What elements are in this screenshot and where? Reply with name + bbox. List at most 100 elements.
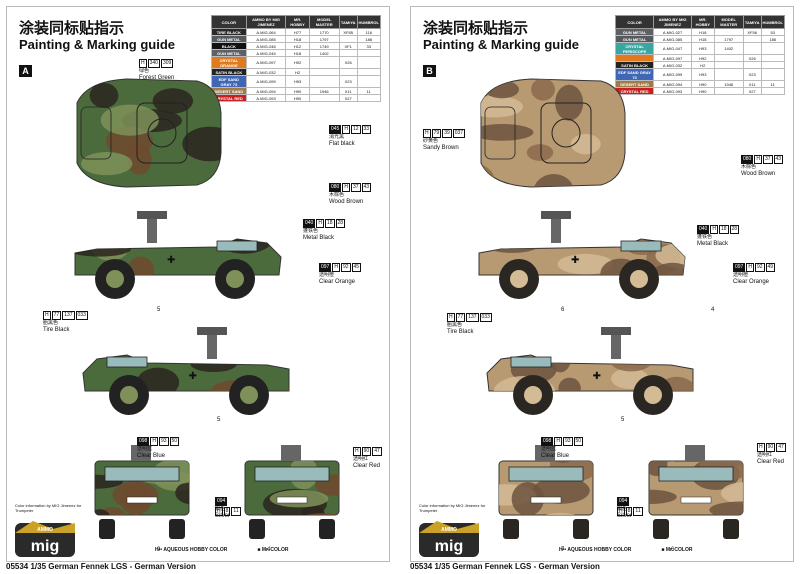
paint-name-en: Clear Orange bbox=[319, 279, 356, 285]
camo-patch bbox=[517, 528, 562, 541]
plate bbox=[530, 496, 562, 504]
paint-name-cn: 透明蓝 bbox=[137, 446, 153, 452]
camo-patch bbox=[166, 239, 218, 246]
logo-subtext: AMMO bbox=[441, 527, 457, 533]
vehicle-side-view: ✚ bbox=[74, 211, 282, 299]
camo-patch bbox=[309, 441, 339, 458]
sensor-head bbox=[541, 211, 571, 219]
table-header: HUMBROL bbox=[356, 15, 382, 29]
camo-patch bbox=[720, 482, 743, 504]
camo-patch bbox=[533, 173, 574, 187]
table-header: AMMO BY MIG JIMENEZ bbox=[653, 15, 693, 29]
table-cell: A.MIG-097 bbox=[245, 56, 287, 69]
color-info-note: Color information by MIG Jimenez for Tru… bbox=[15, 503, 82, 513]
paint-code: 340 bbox=[147, 59, 160, 68]
table-cell bbox=[713, 61, 744, 69]
paint-code: 92 bbox=[754, 263, 765, 272]
wheel bbox=[503, 519, 519, 539]
paint-code: 18 bbox=[324, 219, 335, 228]
wheel-hub bbox=[120, 386, 138, 404]
paint-code: 77 bbox=[455, 313, 466, 322]
table-cell: A.MIG-047 bbox=[653, 42, 693, 55]
table-cell bbox=[760, 68, 785, 81]
table-cell: 1402 bbox=[713, 42, 744, 55]
table-cell: A.MIG-032 bbox=[653, 61, 693, 69]
camo-patch bbox=[578, 280, 609, 296]
paint-code: 080 bbox=[741, 155, 754, 164]
table-cell: 1946 bbox=[713, 80, 744, 88]
sensor-head bbox=[197, 327, 227, 335]
wheel bbox=[99, 519, 115, 539]
camo-patch bbox=[511, 482, 545, 515]
table-cell bbox=[308, 75, 340, 88]
paint-code: 93 bbox=[158, 437, 169, 446]
paint-name-en: Silver bbox=[215, 513, 231, 519]
camo-patch bbox=[77, 79, 112, 82]
table-cell bbox=[338, 35, 358, 43]
table-cell: A.MIG-085 bbox=[653, 35, 693, 43]
camo-patch bbox=[526, 144, 554, 161]
part-number: 7 bbox=[561, 547, 565, 553]
camo-patch bbox=[531, 79, 555, 101]
camo-patch bbox=[81, 152, 133, 176]
table-cell bbox=[760, 42, 785, 55]
table-cell bbox=[713, 54, 744, 62]
table-cell: H93 bbox=[691, 68, 715, 81]
table-cell: X26 bbox=[742, 54, 762, 62]
turret bbox=[131, 445, 151, 461]
paint-code: 045 bbox=[329, 125, 342, 134]
table-cell: H92 bbox=[691, 54, 715, 62]
wheel bbox=[723, 519, 739, 539]
scheme-badge: A bbox=[19, 65, 32, 77]
wheel-hub bbox=[644, 386, 662, 404]
paint-code: 033 bbox=[75, 311, 88, 320]
part-number: 6 bbox=[561, 307, 565, 313]
paint-code: 11 bbox=[231, 507, 241, 516]
table-cell: H92 bbox=[285, 56, 310, 69]
table-cell: H77 bbox=[285, 28, 310, 36]
vehicle-front-view bbox=[94, 445, 190, 539]
paint-name-en: Wood Brown bbox=[329, 199, 364, 205]
paint-name-en: Metal Black bbox=[697, 241, 729, 247]
paint-name-en: Silver bbox=[617, 513, 633, 519]
paint-name-cn: 木棕色 bbox=[329, 192, 345, 198]
paint-code: 28 bbox=[729, 225, 740, 234]
front-glass bbox=[658, 466, 734, 482]
paint-name-cn: 蓬铁色 bbox=[303, 228, 319, 234]
paint-code: H bbox=[342, 125, 350, 134]
wheel-hub bbox=[630, 270, 648, 288]
table-cell bbox=[760, 87, 785, 95]
table-cell: A.MIG-045 bbox=[245, 49, 287, 57]
paint-name-cn: 消光黑 bbox=[329, 134, 345, 140]
paint-legend: H•• AQUEOUS HOBBY COLOR■ Mr. COLOR bbox=[155, 547, 288, 553]
table-header: AMMO BY MIG JIMENEZ bbox=[245, 15, 287, 29]
table-cell bbox=[742, 61, 762, 69]
table-header: MODEL MASTER bbox=[713, 15, 744, 29]
windshield bbox=[510, 356, 552, 368]
table-cell: A.MIG-094 bbox=[245, 87, 287, 95]
vehicle-front-view bbox=[648, 445, 744, 539]
table-cell: CRYSTAL PERISCOPE bbox=[614, 42, 655, 55]
legend-item: ■ Mr. COLOR bbox=[257, 547, 289, 553]
paint-name-cn: 透明蓝 bbox=[541, 446, 557, 452]
paint-name-cn: 透明红 bbox=[353, 456, 369, 462]
table-cell: 186 bbox=[356, 35, 382, 43]
table-cell: X27 bbox=[742, 87, 762, 95]
logo-subtext: AMMO bbox=[37, 527, 53, 533]
